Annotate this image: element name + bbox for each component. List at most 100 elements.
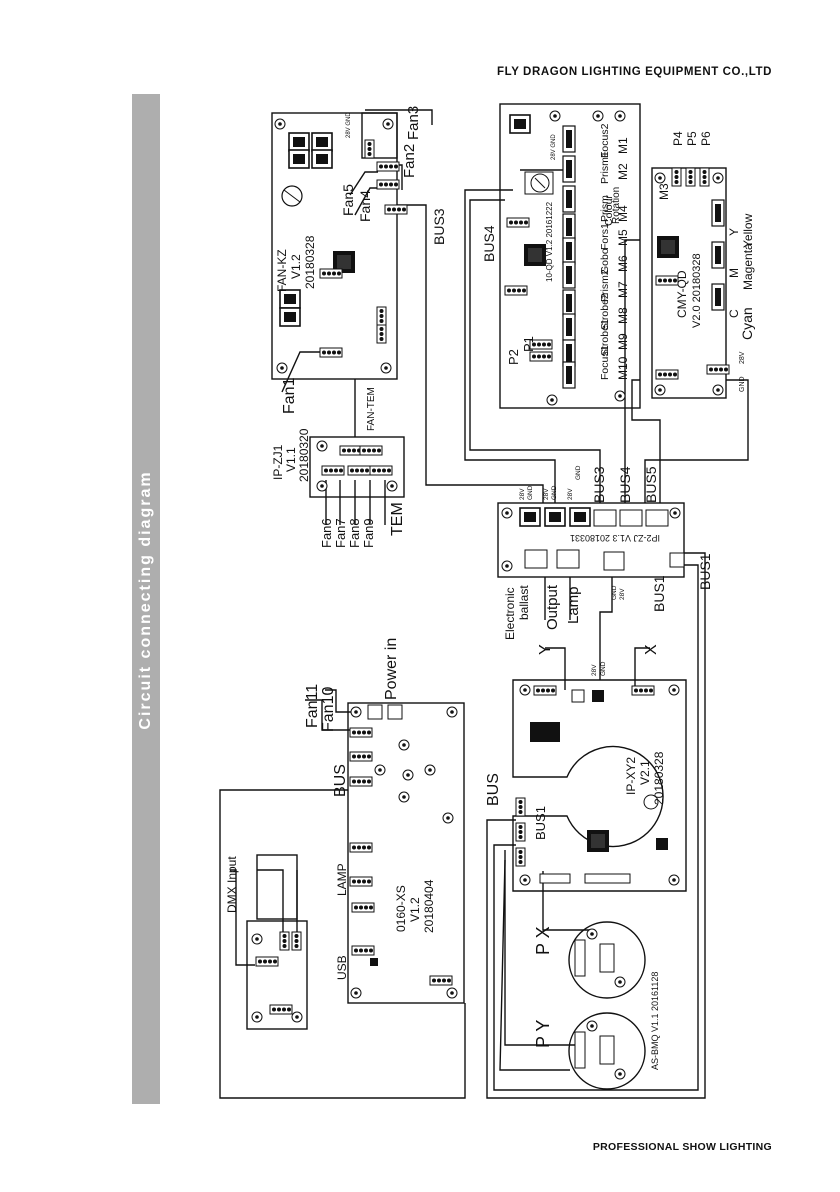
ip-zj1-board (309, 436, 405, 498)
xs0160-name: 0160-XS (394, 885, 408, 932)
motor-id-label: M4 (616, 205, 630, 222)
fan-kz-board (271, 112, 398, 380)
motor-fn-label: Strobe1 (599, 319, 611, 356)
fan5-label: Fan5 (340, 184, 356, 216)
encoder-components (574, 928, 626, 1080)
ip-xy2-date: 20180328 (652, 751, 666, 805)
yellow-label: Yellow (741, 213, 755, 248)
bus4-label-qd: BUS4 (481, 225, 497, 262)
motor-fn-label: Prism (599, 195, 611, 222)
bus1-label-rail: BUS1 (697, 553, 713, 590)
fan8-label: Fan8 (347, 518, 362, 548)
ip-zj1-name: IP-ZJ1 (271, 444, 285, 480)
x-axis-label: X (643, 644, 660, 655)
bus3-label-fankz: BUS3 (431, 208, 447, 245)
fan11-label: Fan11 (304, 684, 321, 728)
xy2-gnd-label: GND (600, 661, 607, 676)
ip-zj1-date: 20180320 (297, 428, 311, 482)
encoder-y-board (568, 1012, 646, 1090)
cmy-qd-ver: V2.0 20180328 (691, 253, 703, 328)
xs0160-board (347, 702, 465, 1004)
qd10-motor-labels: Focus2 M1 Prism1 M2 Prism Rotation M3 Co… (599, 123, 671, 380)
xy2-28v-label: 28V (591, 664, 598, 676)
motor-id-label: M1 (616, 137, 630, 154)
motor-fn-label: Focus2 (599, 123, 611, 158)
motor-id-label: M2 (616, 163, 630, 180)
bus3-label-ip2: BUS3 (591, 466, 607, 503)
ip2-gnd-b: GND (551, 485, 558, 500)
fan-tem-label: FAN-TEM (366, 387, 377, 431)
motor-id-label: M9 (616, 333, 630, 350)
cmy-qd-name: CMY-QD (675, 270, 689, 318)
qd10-ver: 10-QD V1.2 20161222 (545, 201, 554, 282)
motor-fn-label: Gobo (599, 248, 611, 274)
ip2-28v-d: 28V (619, 588, 626, 600)
motor-fn2-label: Rotation (611, 187, 622, 224)
cmy-28v-label: 28V (739, 351, 746, 364)
xs0160-date: 20180404 (422, 879, 436, 933)
p4-label: P4 (671, 131, 685, 146)
bus4-label-ip2: BUS4 (617, 466, 633, 503)
motor-fn-label: Fors1 (599, 223, 611, 250)
fan-kz-date: 20180328 (303, 235, 317, 289)
xs0160-components (349, 704, 458, 999)
company-name: FLY DRAGON LIGHTING EQUIPMENT CO.,LTD (497, 66, 772, 78)
motor-id-label: M3 (657, 183, 671, 200)
ip-zj1-ver: V1.1 (284, 447, 298, 472)
ip2-28v-c: 28V (567, 488, 574, 500)
c-label: C (727, 309, 741, 318)
fan3-label: Fan3 (405, 106, 422, 140)
y-label: Y (727, 228, 741, 236)
fan2-label: Fan2 (401, 144, 418, 178)
svg-text:28V GND: 28V GND (346, 112, 352, 138)
p2-label: P2 (506, 349, 521, 365)
ballast-label-1: Electronic (503, 587, 517, 640)
qd10-board (499, 103, 641, 409)
ip2-gnd-a: GND (527, 485, 534, 500)
y-axis-label: Y (537, 644, 554, 655)
motor-id-label: M8 (616, 307, 630, 324)
ip2-gnd-c: GND (575, 465, 582, 480)
motor-id-label: M5 (616, 229, 630, 246)
ip-xy2-name: IP-XY2 (624, 757, 638, 795)
encoder-x-board (568, 921, 646, 999)
motor-fn-label: Prism2 (599, 269, 611, 302)
fan-kz-ver: V1.2 (289, 254, 303, 279)
ip2-28v-b: 28V (543, 488, 550, 500)
fan7-label: Fan7 (333, 518, 348, 548)
dmx-components (251, 931, 303, 1023)
output-label: Output (544, 584, 561, 630)
qd10-components: 28V GND (504, 110, 626, 406)
ip2-28v-a: 28V (519, 488, 526, 500)
cyan-label: Cyan (739, 307, 755, 340)
fan-kz-name: FAN-KZ (275, 249, 289, 292)
bus1-label-ip2: BUS1 (651, 575, 667, 612)
ip-xy2-ver: V2.1 (638, 760, 652, 785)
m-label: M (727, 268, 741, 278)
fan-kz-components: 28V GND (274, 112, 408, 374)
p5-label: P5 (685, 131, 699, 146)
motor-fn-label: Strobe2 (599, 293, 611, 330)
ip2-gnd-d: GND (611, 585, 618, 600)
p1-label: P1 (521, 336, 536, 352)
ip2-zj-components (501, 507, 685, 572)
motor-id-label: M10 (616, 356, 630, 380)
bus1-label-xy2: BUS1 (533, 806, 548, 840)
usb-label: USB (335, 955, 349, 980)
motor-id-label: M6 (616, 255, 630, 272)
motor-fn-label: Colour (603, 195, 615, 226)
motor-fn-label: Focus1 (599, 345, 611, 380)
ip2-zj-ver: IP2-ZJ V1.3 20180331 (570, 533, 660, 543)
bmq-name: AS-BMQ V1.1 20161128 (650, 972, 660, 1070)
bus-label-xy2: BUS (485, 773, 502, 806)
bus-label-xs: BUS (332, 764, 349, 797)
dmx-input-board (246, 920, 308, 1030)
dmx-input-label: DMX Input (225, 856, 239, 913)
p6-label: P6 (699, 131, 713, 146)
lamp-label-xs: LAMP (335, 863, 349, 896)
ballast-label-2: ballast (517, 585, 531, 620)
fan4-label: Fan4 (357, 190, 373, 222)
footer-tagline: PROFESSIONAL SHOW LIGHTING (592, 1141, 772, 1153)
fan6-label: Fan6 (319, 518, 334, 548)
